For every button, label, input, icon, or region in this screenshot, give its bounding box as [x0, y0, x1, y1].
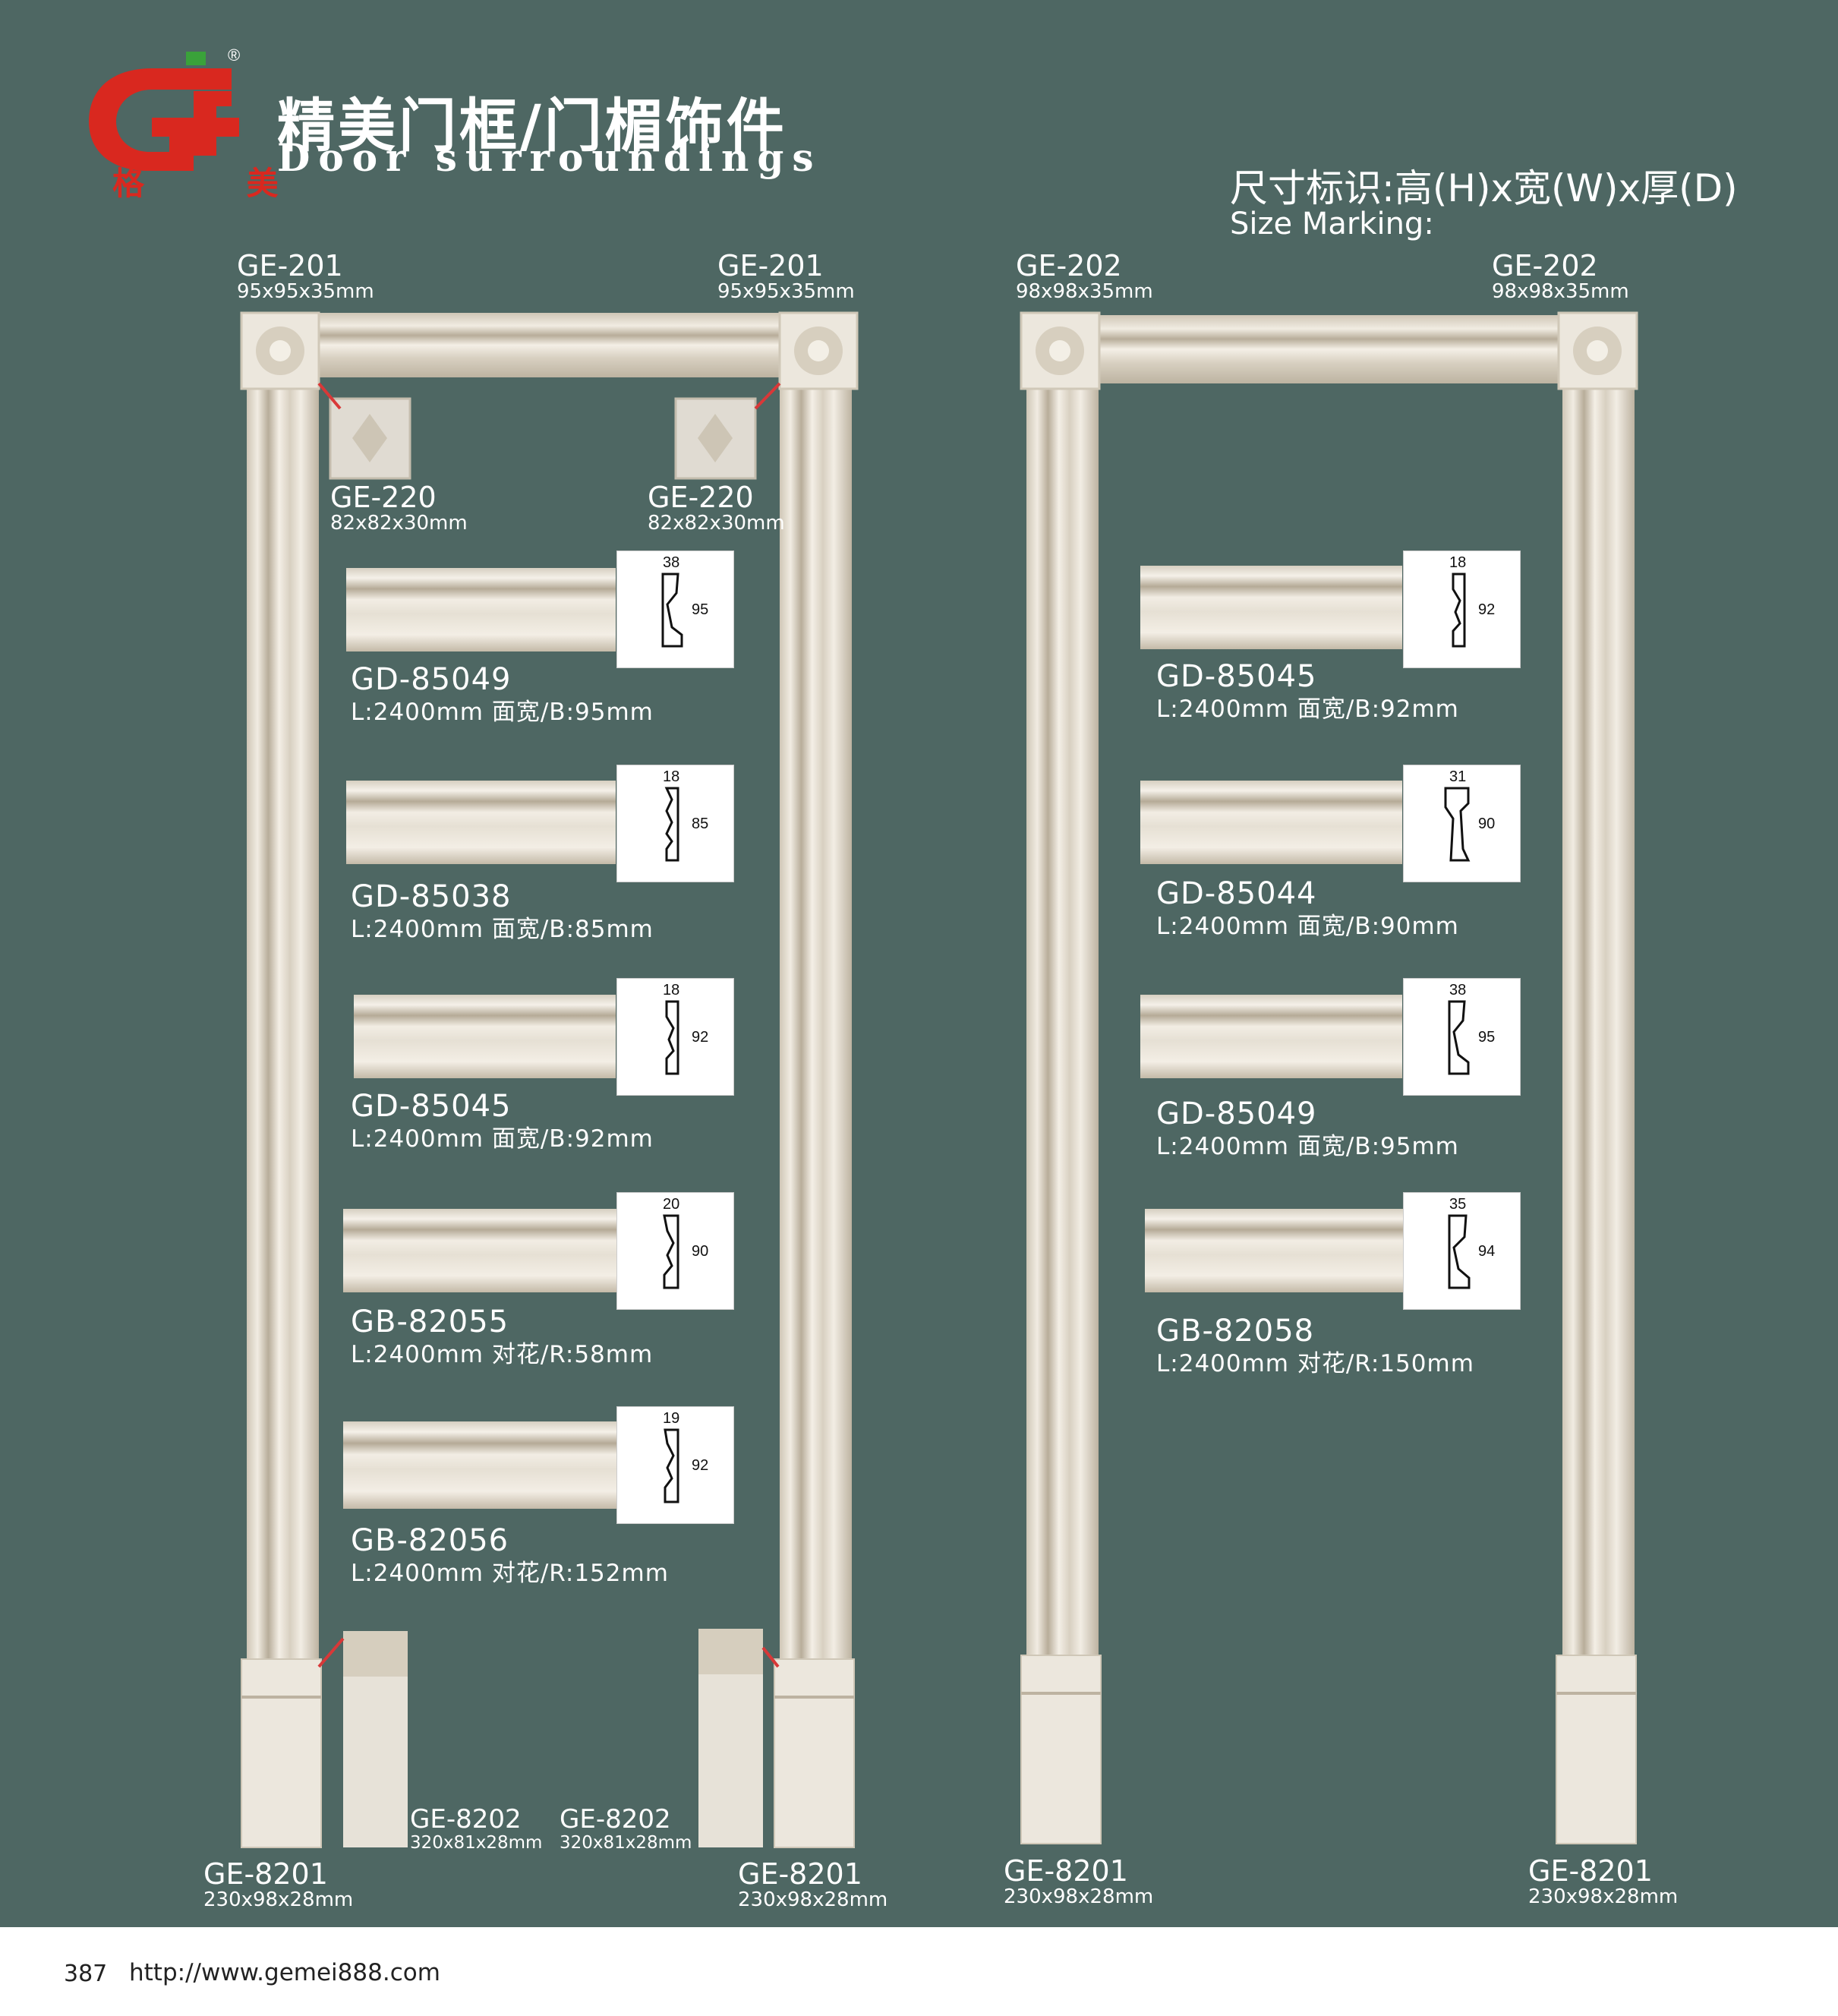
- profile-width: 18: [663, 768, 680, 785]
- page-number: 387: [64, 1961, 108, 1987]
- profile-diagram-6: 18 92: [1403, 551, 1521, 668]
- profile-width: 19: [663, 1410, 680, 1427]
- size-marking-cn: 尺寸标识:高(H)x宽(W)x厚(D): [1230, 166, 1738, 210]
- profile-diagram-4: 20 90: [616, 1192, 734, 1310]
- profile-width: 20: [663, 1196, 680, 1213]
- moulding-strip-5: [343, 1421, 616, 1509]
- moulding-label-7: GD-85044 L:2400mm 面宽/B:90mm: [1156, 876, 1459, 940]
- profile-height: 92: [1478, 601, 1496, 618]
- profile-height: 90: [692, 1243, 709, 1260]
- page-footer: 387 http://www.gemei888.com: [0, 1927, 1838, 2016]
- moulding-label-3: GD-85045 L:2400mm 面宽/B:92mm: [351, 1089, 654, 1153]
- left-inset-label: GE-220 82x82x30mm: [330, 481, 468, 535]
- moulding-strip-3: [354, 995, 616, 1078]
- profile-width: 18: [1449, 554, 1467, 571]
- moulding-label-8: GD-85049 L:2400mm 面宽/B:95mm: [1156, 1096, 1459, 1160]
- door-frame-illustrations: [240, 311, 1638, 1848]
- moulding-label-5: GB-82056 L:2400mm 对花/R:152mm: [351, 1523, 669, 1587]
- right-base-right-label: GE-8201 230x98x28mm: [1528, 1854, 1679, 1908]
- right-inset-label: GE-220 82x82x30mm: [648, 481, 785, 535]
- moulding-label-4: GB-82055 L:2400mm 对花/R:58mm: [351, 1305, 654, 1368]
- registered-mark: ®: [228, 46, 241, 65]
- right-plinth-label: GE-8202 320x81x28mm: [560, 1804, 692, 1853]
- right-corner-right-label: GE-202 98x98x35mm: [1492, 249, 1629, 303]
- moulding-strip-1: [346, 568, 616, 651]
- left-frame-head: [319, 313, 780, 377]
- right-corner-left-label: GE-202 98x98x35mm: [1016, 249, 1153, 303]
- moulding-strip-6: [1140, 566, 1402, 649]
- profile-width: 35: [1449, 1196, 1467, 1213]
- profile-diagram-1: 38 95: [616, 551, 734, 668]
- profile-width: 38: [663, 554, 680, 571]
- profile-height: 85: [692, 816, 709, 832]
- brand-logo-icon: [89, 52, 239, 171]
- profile-height: 90: [1478, 816, 1496, 832]
- moulding-strip-4: [343, 1209, 616, 1292]
- right-frame-base-left: [1020, 1655, 1102, 1844]
- profile-height: 92: [692, 1029, 709, 1046]
- right-base-left-label: GE-8201 230x98x28mm: [1004, 1854, 1154, 1908]
- left-frame-post-left: [247, 383, 319, 1659]
- profile-width: 31: [1449, 768, 1467, 785]
- profile-height: 95: [1478, 1029, 1496, 1046]
- moulding-label-9: GB-82058 L:2400mm 对花/R:150mm: [1156, 1314, 1474, 1377]
- right-frame-base-right: [1556, 1655, 1637, 1844]
- website-link[interactable]: http://www.gemei888.com: [129, 1959, 440, 1986]
- profile-diagram-2: 18 85: [616, 765, 734, 882]
- moulding-label-1: GD-85049 L:2400mm 面宽/B:95mm: [351, 662, 654, 726]
- moulding-label-2: GD-85038 L:2400mm 面宽/B:85mm: [351, 879, 654, 943]
- moulding-strip-8: [1140, 995, 1402, 1078]
- left-frame-base-left: [241, 1658, 322, 1848]
- right-frame-head: [1099, 315, 1562, 383]
- profile-height: 95: [692, 601, 709, 618]
- moulding-strip-2: [346, 781, 616, 864]
- page-title: 精美门框/门楣饰件: [277, 92, 787, 159]
- left-base-left-label: GE-8201 230x98x28mm: [203, 1857, 354, 1911]
- profile-width: 18: [663, 982, 680, 999]
- profile-height: 94: [1478, 1243, 1496, 1260]
- left-plinth-label: GE-8202 320x81x28mm: [410, 1804, 543, 1853]
- right-frame-post-left: [1026, 387, 1099, 1655]
- profile-diagram-7: 31 90: [1403, 765, 1521, 882]
- profile-diagram-5: 19 92: [616, 1406, 734, 1524]
- logo-text: 格 美: [112, 165, 324, 202]
- left-frame-post-right: [780, 383, 852, 1659]
- moulding-strip-7: [1140, 781, 1402, 864]
- profile-width: 38: [1449, 982, 1467, 999]
- left-corner-left-label: GE-201 95x95x35mm: [237, 249, 374, 303]
- left-base-right-label: GE-8201 230x98x28mm: [738, 1857, 888, 1911]
- profile-height: 92: [692, 1457, 709, 1474]
- size-marking-en: Size Marking:: [1230, 207, 1434, 241]
- page-subtitle: Door surroundings: [277, 135, 822, 180]
- profile-diagram-8: 38 95: [1403, 978, 1521, 1096]
- left-corner-right-label: GE-201 95x95x35mm: [717, 249, 855, 303]
- profile-diagram-3: 18 92: [616, 978, 734, 1096]
- left-frame-base-right: [774, 1658, 855, 1848]
- right-frame-post-right: [1562, 387, 1635, 1655]
- profile-diagram-9: 35 94: [1403, 1192, 1521, 1310]
- moulding-label-6: GD-85045 L:2400mm 面宽/B:92mm: [1156, 659, 1459, 723]
- moulding-strip-9: [1145, 1209, 1403, 1292]
